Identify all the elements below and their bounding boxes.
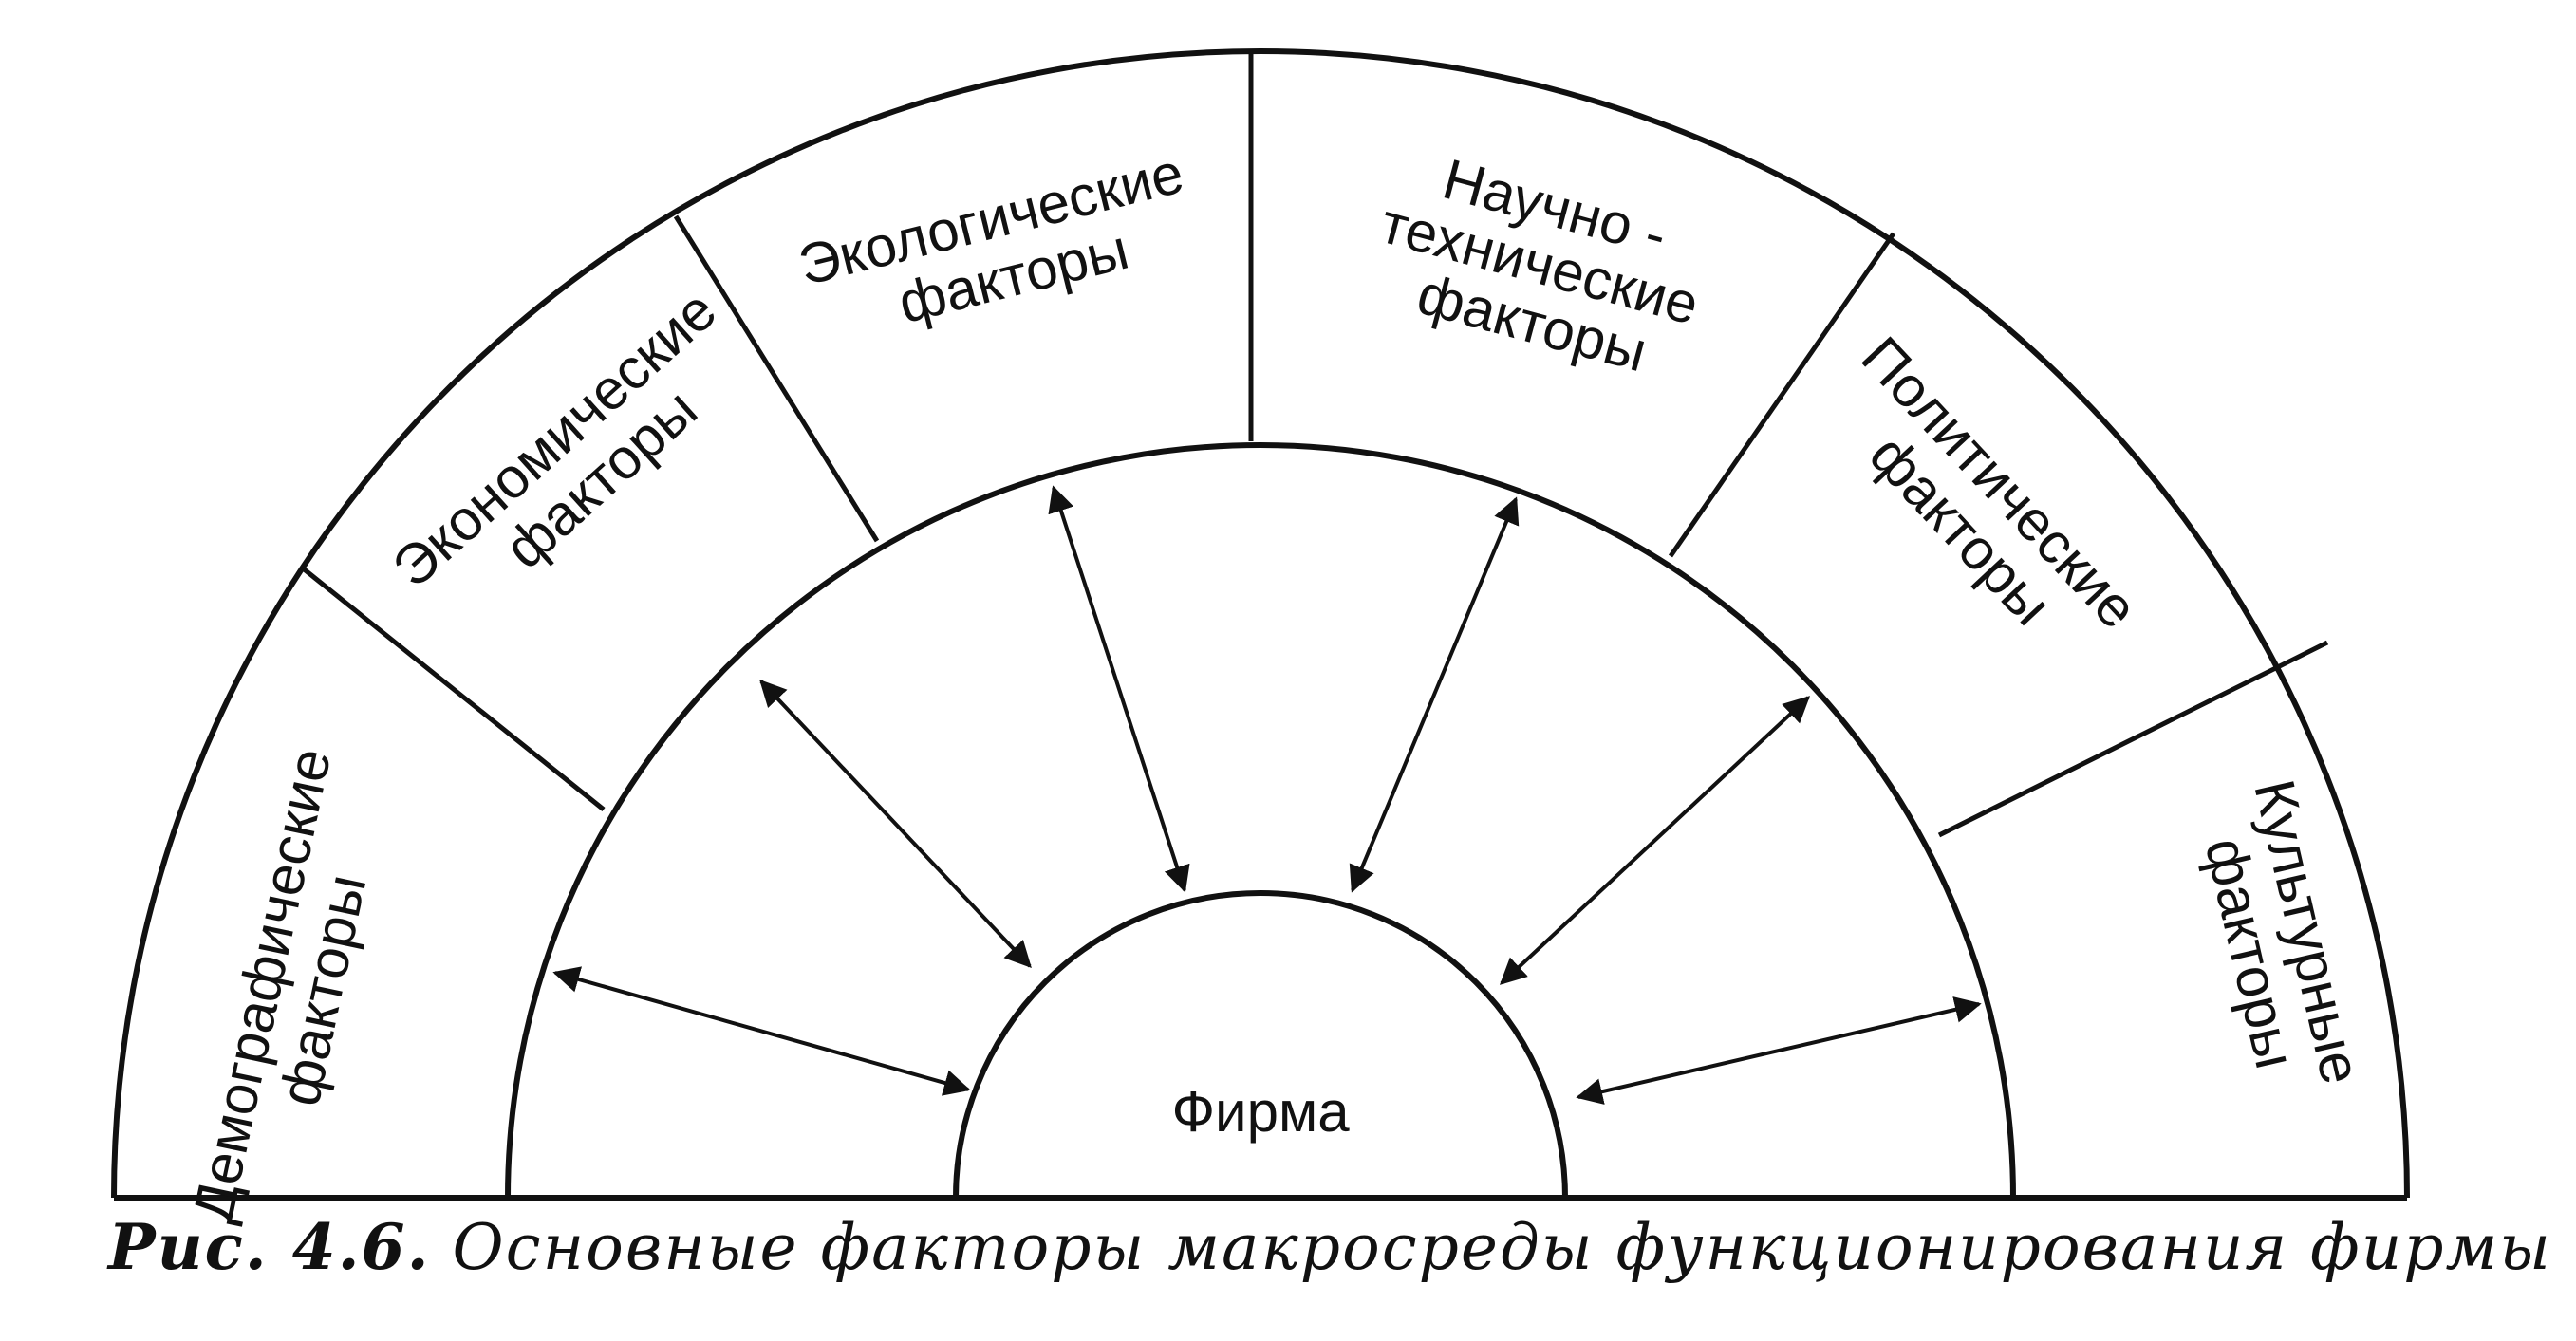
figure-number: Рис. 4.6. xyxy=(108,1210,431,1284)
label-demographic: Демографические факторы xyxy=(180,727,405,1239)
svg-text:Демографические фактор: Демографические факторы xyxy=(180,727,405,1239)
divider-2 xyxy=(673,214,880,543)
influence-arrows xyxy=(552,485,1982,1105)
figure-caption: Рис. 4.6. Основные факторы макросреды фу… xyxy=(108,1210,2550,1284)
divider-4 xyxy=(1668,232,1896,558)
factor-labels: Демографические факторы Экономические фа… xyxy=(180,134,2373,1239)
figure-caption-text: Основные факторы макросреды функциониров… xyxy=(452,1211,2552,1284)
outer-ring xyxy=(111,48,2410,1199)
divider-1 xyxy=(300,566,606,811)
svg-text:Политические факторы: Политические факторы xyxy=(1805,325,2161,694)
firm-label: Фирма xyxy=(1171,1080,1350,1144)
arrow-3 xyxy=(1048,485,1190,893)
arrow-2 xyxy=(759,679,1032,969)
svg-text:Экономические факторы: Экономические факторы xyxy=(381,268,780,645)
label-economic: Экономические факторы xyxy=(381,268,780,645)
middle-ring xyxy=(505,442,2016,1199)
label-ecological: Экологические факторы xyxy=(793,137,1220,356)
svg-text:Научно - технические: Научно - технические факторы xyxy=(1359,134,1736,398)
arrow-4 xyxy=(1349,496,1520,893)
arrow-1 xyxy=(552,966,971,1096)
divider-5 xyxy=(1937,640,2329,838)
arrow-6 xyxy=(1576,996,1982,1105)
label-political: Политические факторы xyxy=(1805,325,2161,694)
sector-dividers xyxy=(300,51,2329,838)
label-scientific-technical: Научно - технические факторы xyxy=(1359,134,1736,398)
arrow-5 xyxy=(1499,696,1811,985)
firm-circle xyxy=(953,890,1568,1199)
svg-text:Экологические факторы: Экологические факторы xyxy=(793,137,1220,356)
